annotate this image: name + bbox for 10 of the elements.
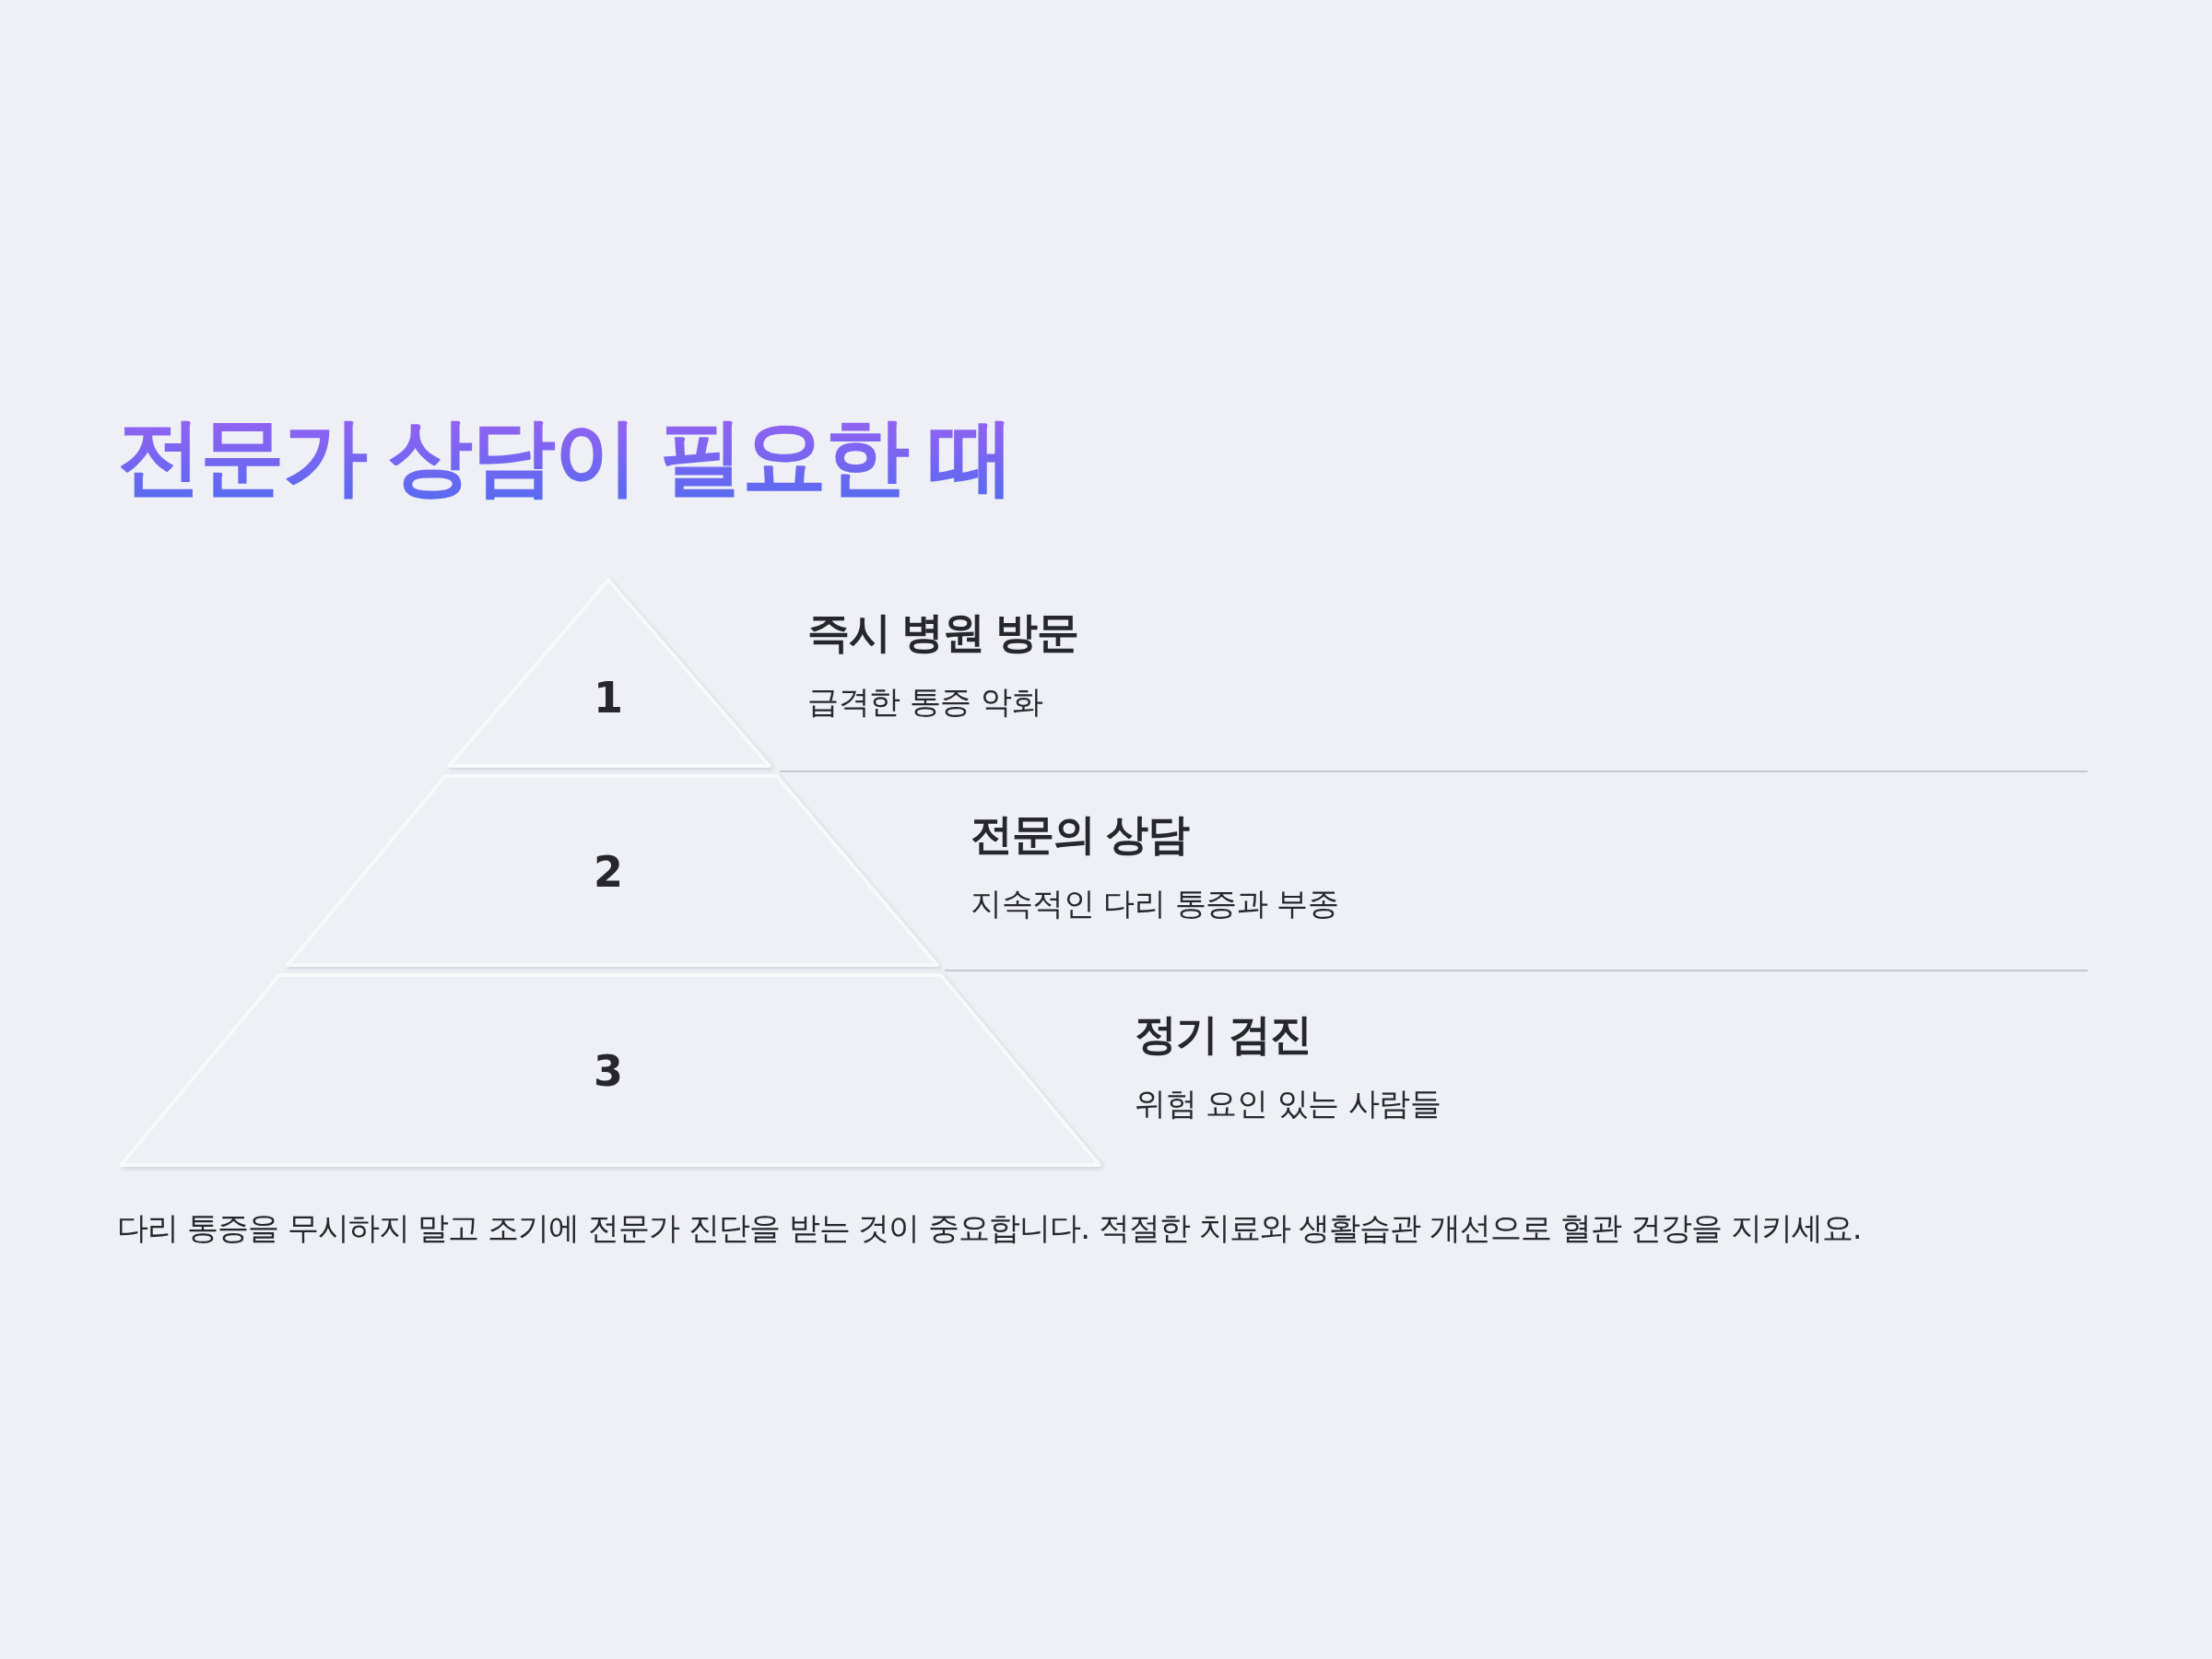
caption-text: 다리 통증을 무시하지 말고 조기에 전문가 진단을 받는 것이 중요합니다. 적절한 치료와 생활습관 개선으로 혈관 건강을 지키세요.: [117, 1208, 1862, 1248]
layer-number: 3: [594, 1045, 623, 1097]
layer-description: 위험 요인 있는 사람들: [1135, 1084, 1441, 1123]
layer-heading: 정기 검진: [1135, 1008, 1312, 1060]
layer-number: 2: [594, 846, 623, 898]
layer-description: 급격한 통증 악화: [807, 682, 1044, 721]
layer-description: 지속적인 다리 통증과 부종: [971, 884, 1339, 923]
layer-heading: 전문의 상담: [971, 808, 1191, 860]
layer-heading: 즉시 병원 방문: [807, 606, 1079, 658]
layer-number: 1: [594, 672, 623, 724]
